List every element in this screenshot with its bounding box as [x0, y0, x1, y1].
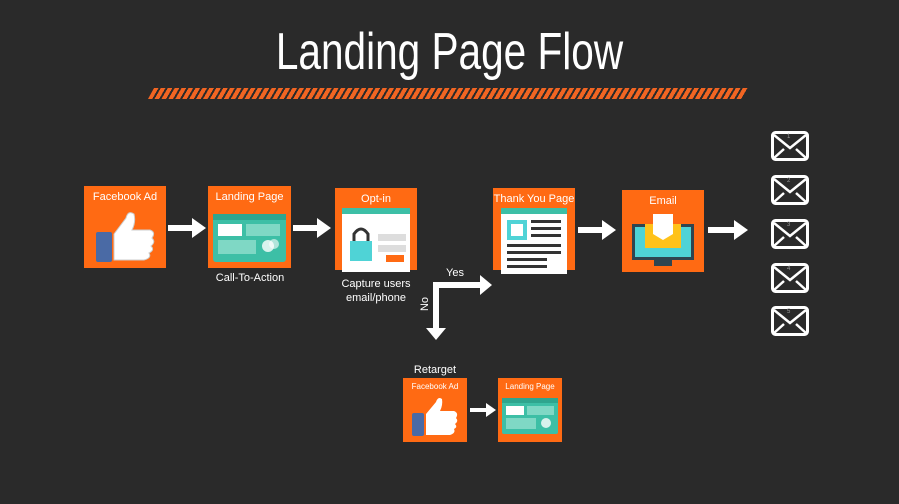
yes-label: Yes — [446, 267, 464, 279]
retarget-facebook-ad: Facebook Ad — [403, 378, 467, 442]
caption-line: Capture users — [341, 278, 411, 290]
envelope-icon: 5 — [771, 306, 809, 338]
email-number: 2 — [787, 178, 791, 184]
landing-caption: Call-To-Action — [215, 272, 285, 284]
landing-page-icon — [502, 398, 558, 434]
arrow-right-icon — [578, 220, 616, 240]
email-sequence: 1 2 3 4 5 — [771, 131, 809, 338]
striped-divider — [148, 88, 748, 99]
thank-you-page-icon — [501, 208, 567, 274]
caption-line: email/phone — [346, 292, 406, 304]
arrow-right-icon — [293, 218, 331, 238]
email-number: 5 — [787, 309, 791, 315]
step-label: Facebook Ad — [92, 191, 158, 203]
thumbs-up-icon — [412, 398, 458, 436]
optin-caption: Capture users email/phone — [326, 277, 426, 305]
step-label: Thank You Page — [493, 193, 575, 205]
envelope-icon: 3 — [771, 219, 809, 251]
landing-page-icon — [213, 214, 286, 262]
landing-page-step: Landing Page — [208, 186, 291, 268]
envelope-icon: 1 — [771, 131, 809, 163]
step-label: Opt-in — [361, 193, 391, 205]
arrow-right-icon — [168, 218, 206, 238]
thank-you-step: Thank You Page — [493, 188, 575, 274]
no-label: No — [419, 296, 432, 312]
arrow-right-icon — [470, 403, 496, 417]
arrow-right-icon — [708, 220, 748, 240]
email-number: 4 — [787, 266, 791, 272]
thumbs-up-icon — [96, 212, 155, 262]
step-label: Facebook Ad — [411, 382, 459, 391]
step-label: Email — [649, 195, 677, 207]
email-number: 1 — [787, 134, 791, 140]
page-title: Landing Page Flow — [275, 23, 624, 81]
branch-arrow-icon — [426, 275, 492, 340]
email-step: Email — [622, 190, 704, 272]
retarget-landing-page: Landing Page — [498, 378, 562, 442]
envelope-icon: 2 — [771, 175, 809, 207]
optin-step: Opt-in — [335, 188, 417, 272]
step-label: Landing Page — [215, 191, 284, 203]
email-monitor-icon — [632, 214, 694, 266]
facebook-ad-step: Facebook Ad — [84, 186, 166, 268]
step-label: Landing Page — [505, 382, 555, 391]
email-number: 3 — [787, 222, 791, 228]
envelope-icon: 4 — [771, 263, 809, 295]
retarget-title: Retarget — [413, 364, 457, 376]
optin-form-icon — [342, 208, 410, 272]
